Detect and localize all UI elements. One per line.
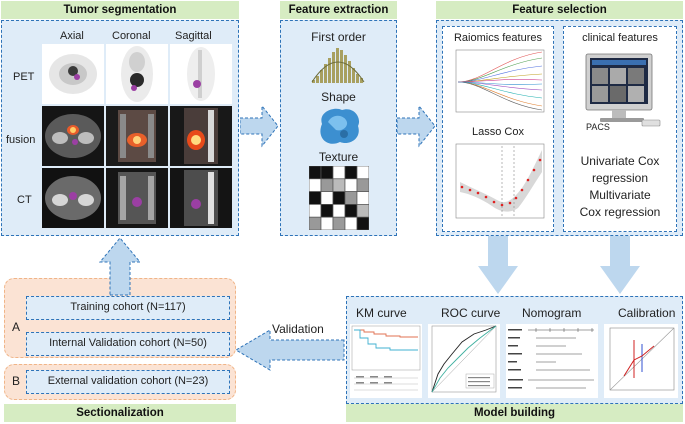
fusion-coronal-image bbox=[106, 106, 168, 166]
group-a-label: A bbox=[12, 320, 21, 334]
ct-sagittal-image bbox=[170, 168, 232, 228]
arrow-segmentation-to-extraction bbox=[240, 104, 279, 148]
validation-label: Validation bbox=[272, 322, 324, 336]
feature-extraction-header: Feature extraction bbox=[280, 1, 397, 19]
arrow-training-to-segmentation bbox=[98, 237, 142, 296]
pet-axial-image bbox=[42, 44, 104, 104]
col-label-coronal: Coronal bbox=[112, 30, 151, 42]
first-order-label: First order bbox=[311, 30, 366, 44]
shape-label: Shape bbox=[321, 90, 356, 104]
texture-label: Texture bbox=[318, 150, 359, 164]
group-b-label: B bbox=[12, 374, 21, 388]
shape-blob-icon bbox=[314, 104, 364, 148]
row-label-fusion: fusion bbox=[6, 134, 36, 146]
clinical-method-line-2: regression bbox=[591, 171, 649, 185]
lasso-cox-title: Lasso Cox bbox=[472, 126, 524, 138]
calibration-plot bbox=[604, 324, 678, 398]
roc-curve-title: ROC curve bbox=[441, 306, 501, 320]
texture-grid-icon bbox=[309, 166, 369, 230]
pacs-computer-icon bbox=[580, 50, 664, 134]
fusion-axial-image bbox=[42, 106, 104, 166]
pacs-label: PACS bbox=[586, 122, 610, 132]
external-validation-cohort-box: External validation cohort (N=23) bbox=[26, 370, 230, 394]
pet-coronal-image bbox=[106, 44, 168, 104]
tumor-segmentation-header: Tumor segmentation bbox=[1, 1, 239, 19]
clinical-method-line-3: Multivariate bbox=[589, 188, 651, 202]
internal-validation-cohort-box: Internal Validation cohort (N=50) bbox=[26, 332, 230, 356]
fusion-sagittal-image bbox=[170, 106, 232, 166]
arrow-model-to-validation bbox=[235, 329, 345, 371]
km-curve-plot bbox=[350, 324, 422, 398]
row-label-pet: PET bbox=[13, 71, 35, 83]
ct-axial-image bbox=[42, 168, 104, 228]
arrow-clinical-to-model bbox=[600, 236, 640, 294]
col-label-axial: Axial bbox=[60, 30, 84, 42]
sectionalization-header: Sectionalization bbox=[4, 404, 236, 422]
arrow-radiomics-to-model bbox=[478, 236, 518, 294]
clinical-method-line-4: Cox regression bbox=[579, 205, 661, 219]
roc-curve-plot bbox=[428, 324, 500, 398]
radiomics-features-title: Raiomics features bbox=[453, 32, 543, 44]
calibration-title: Calibration bbox=[618, 306, 676, 320]
nomogram-title: Nomogram bbox=[522, 306, 582, 320]
feature-selection-header: Feature selection bbox=[436, 1, 683, 19]
lasso-cv-plot bbox=[452, 142, 546, 222]
lasso-path-plot bbox=[452, 48, 546, 116]
training-cohort-box: Training cohort (N=117) bbox=[26, 296, 230, 320]
nomogram-plot bbox=[506, 324, 598, 398]
km-curve-title: KM curve bbox=[356, 306, 407, 320]
row-label-ct: CT bbox=[17, 194, 32, 206]
clinical-method-line-1: Univariate Cox bbox=[580, 154, 660, 168]
pet-sagittal-image bbox=[170, 44, 232, 104]
model-building-header: Model building bbox=[346, 404, 683, 422]
col-label-sagittal: Sagittal bbox=[175, 30, 212, 42]
ct-coronal-image bbox=[106, 168, 168, 228]
histogram-icon bbox=[310, 46, 368, 84]
arrow-extraction-to-selection bbox=[397, 104, 436, 148]
clinical-features-title: clinical features bbox=[582, 32, 658, 44]
